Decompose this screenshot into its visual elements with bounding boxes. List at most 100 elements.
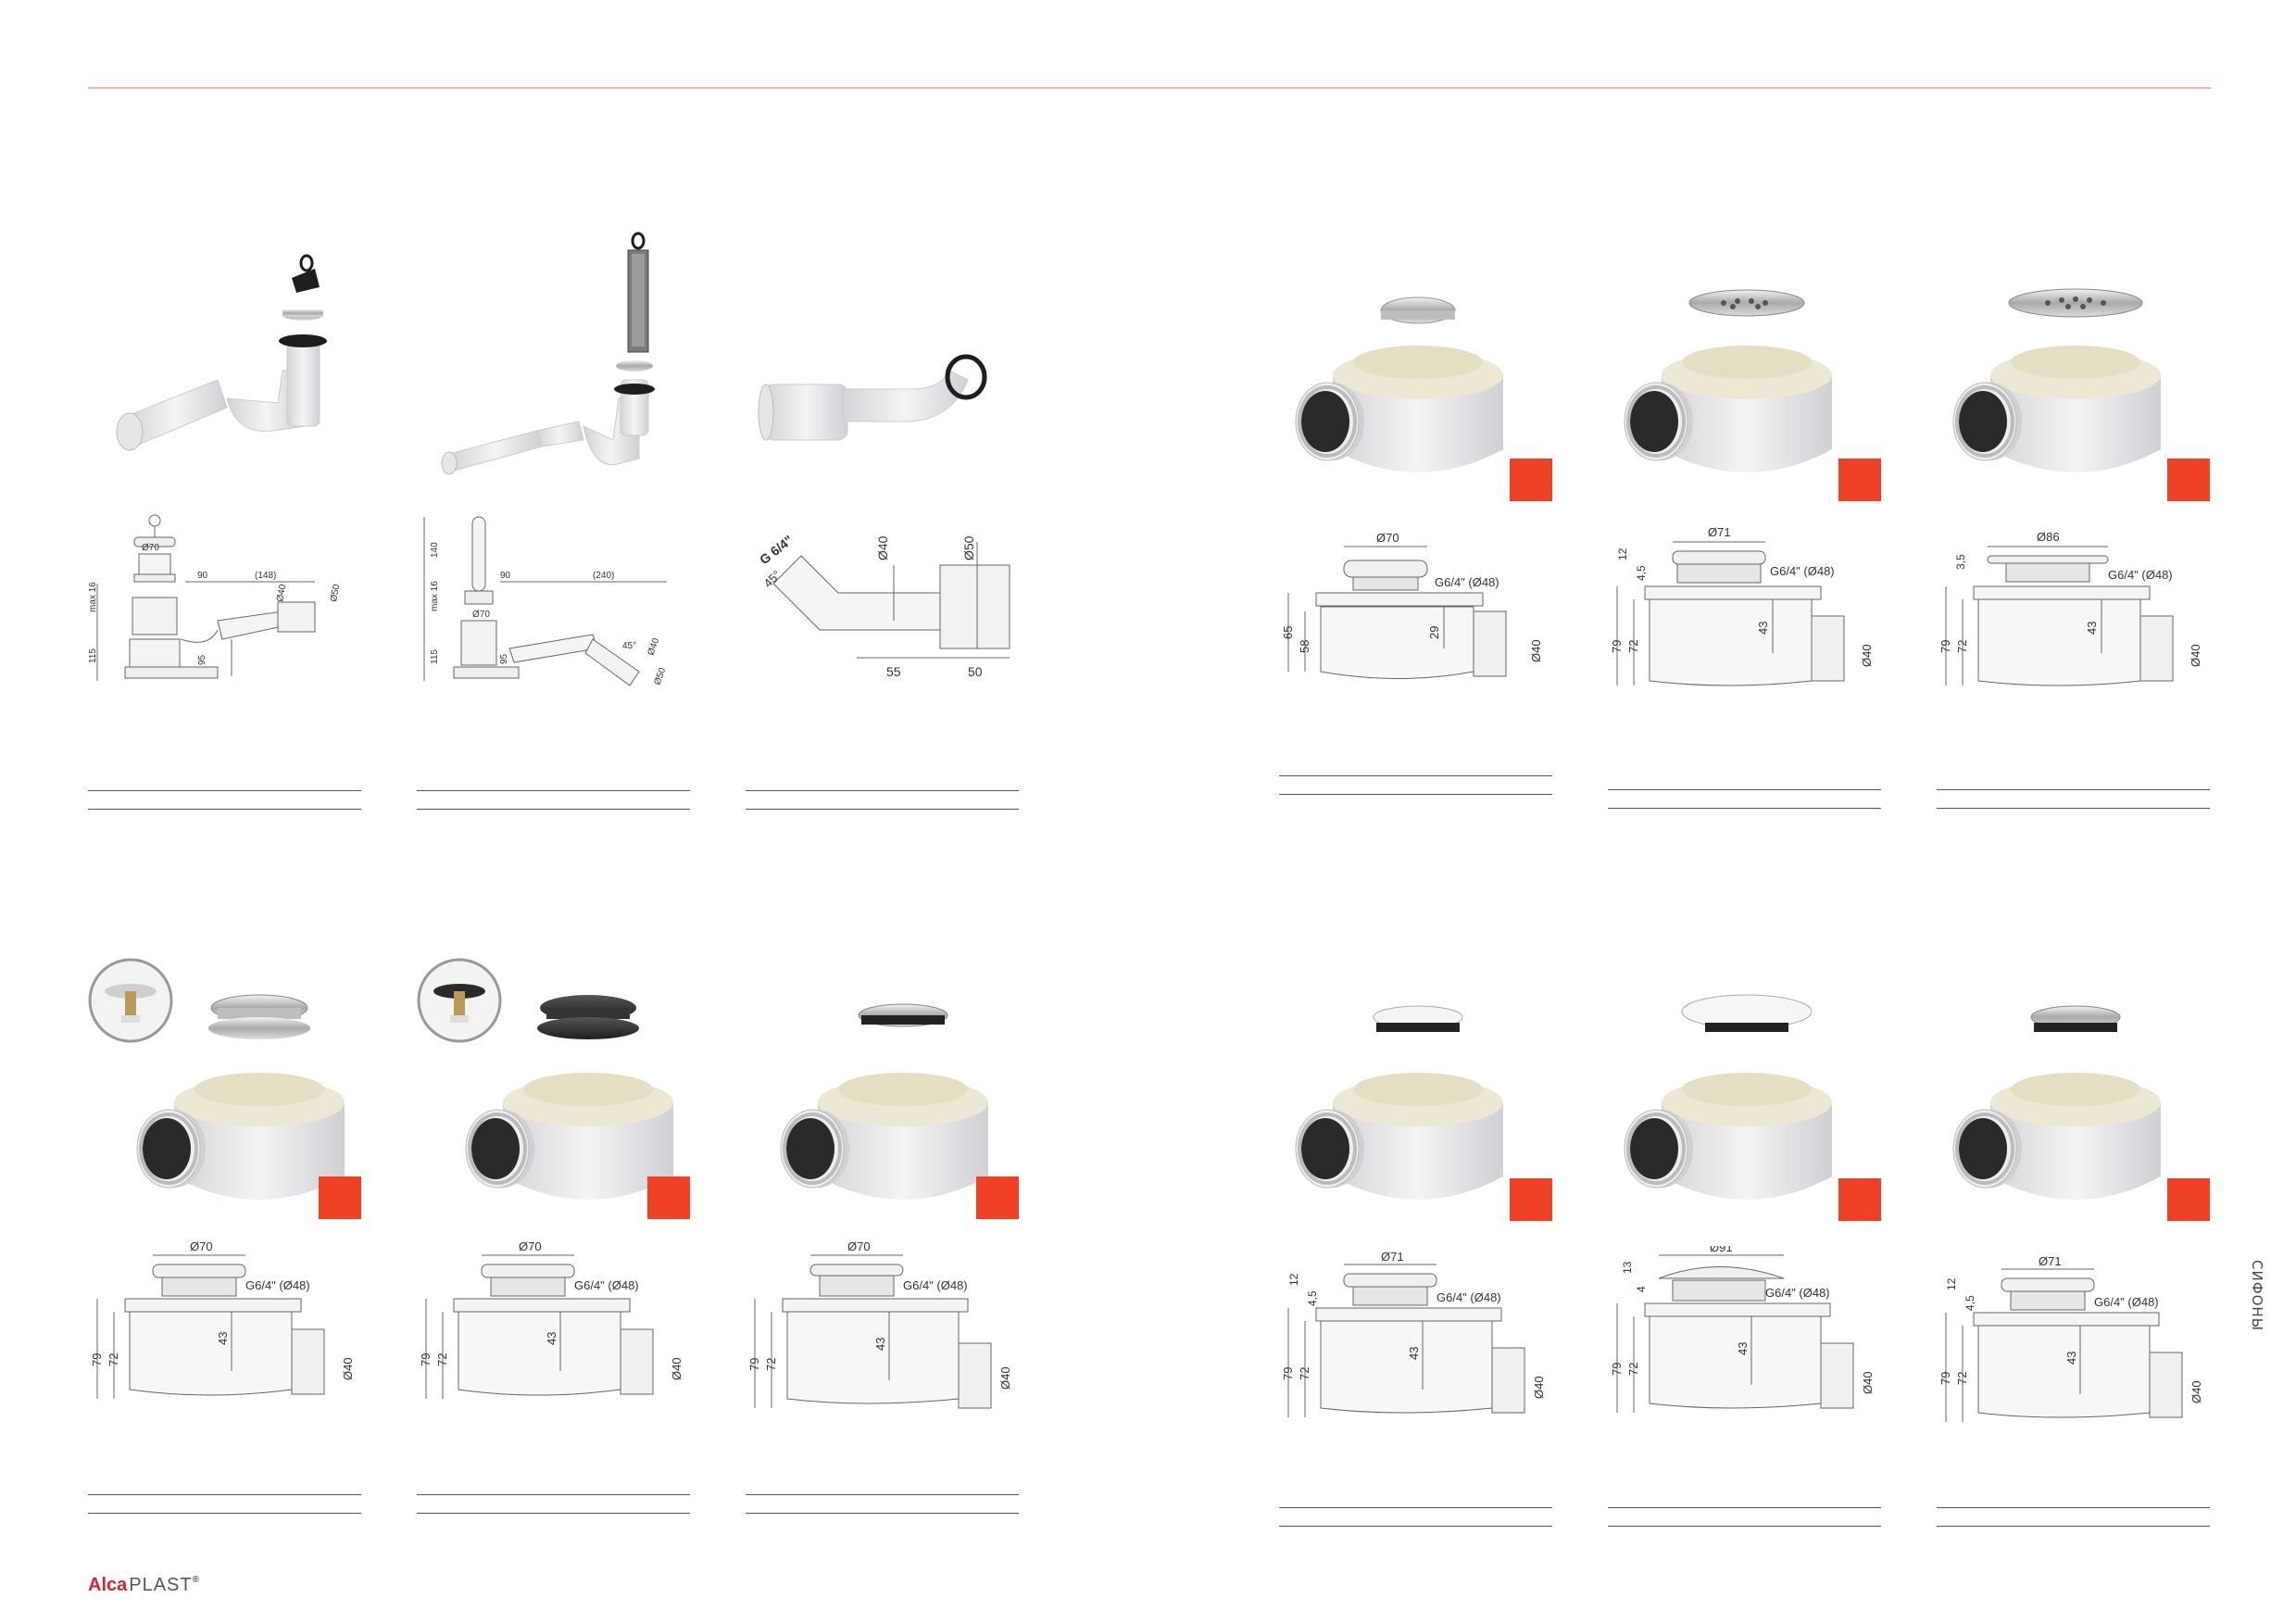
info-line [1608,1526,1881,1527]
dim-h3: 43 [1736,1342,1750,1355]
bath-siphon-drawing: Ø70 max 16 115 90 (148) Ø40 Ø50 95 [88,514,342,681]
logo-reg: ® [192,1575,199,1585]
drain-photo [417,958,675,1202]
dim-top: Ø70 [142,543,159,553]
dim-out: Ø40 [1861,1371,1875,1394]
accent-badge [1510,1178,1552,1221]
info-line [1937,808,2210,809]
dim-h1: 79 [419,1353,433,1366]
dim-h1: 79 [1938,1372,1952,1385]
dim-h2: 58 [1298,640,1311,653]
dim-w2: 50 [968,664,983,679]
drain-photo [1623,994,1834,1202]
accent-badge [1838,459,1881,501]
elbow-drawing: G 6/4" 45° Ø40 Ø50 55 50 [757,533,1010,679]
dim-h1: 79 [90,1353,104,1366]
dim-h1: 79 [747,1358,761,1371]
dim-h2: 72 [1626,1363,1640,1376]
dim-out: Ø40 [998,1366,1012,1390]
product-card-elbow: G 6/4" 45° Ø40 Ø50 55 50 [746,232,1019,824]
info-line [746,790,1019,791]
drain-photo [1294,296,1505,474]
drain-photo [1951,1005,2163,1202]
info-line [1608,808,1881,809]
dim-h2: 115 [88,648,98,663]
dim-h2: 72 [1955,1372,1969,1385]
dim-h3: 43 [873,1338,887,1351]
bath-siphon-photo [116,254,327,451]
accent-badge [319,1176,361,1219]
dim-h2: 72 [107,1353,120,1366]
dim-thread: G6/4" (Ø48) [1770,564,1835,578]
dim-h2: 72 [764,1358,778,1371]
dim-out: Ø40 [2189,1380,2203,1403]
dim-h1: 79 [1610,640,1624,653]
info-line [746,1494,1019,1495]
dim-d1: Ø40 [875,535,890,560]
bath-siphon-long-photo [441,232,655,475]
dim-h3: 43 [216,1332,230,1345]
info-line [1937,1507,2210,1508]
dim-out: Ø40 [2189,644,2202,667]
info-line [417,790,690,791]
info-line [746,1513,1019,1514]
dim-h1: 79 [1281,1367,1295,1380]
dim-h2: 115 [430,649,440,664]
dim-d1: Ø40 [275,584,288,603]
dim-out: Ø40 [1532,1376,1546,1399]
dim-h3: 43 [1756,622,1770,635]
dim-w1: 55 [886,664,901,679]
drain-drawing: Ø91 13 4 G6/4" (Ø48) 79 72 43 Ø40 [1610,1246,1875,1413]
dim-h3: 95 [499,653,509,664]
dim-thread: G6/4" (Ø48) [2094,1295,2159,1309]
dim-cap: Ø71 [1381,1251,1404,1264]
dim-t2: 4 [1635,1286,1648,1292]
logo-plast: PLAST [129,1575,193,1595]
dim-t2: 4,5 [1964,1295,1976,1311]
info-line [88,1494,361,1495]
dim-h3: 95 [197,654,207,665]
dim-t1: 12 [1945,1277,1958,1290]
drain-drawing: Ø70 G6/4" (Ø48) 79 72 43 Ø40 [747,1241,1012,1409]
dim-h2: 72 [435,1353,449,1366]
drain-photo [1294,1005,1505,1202]
dim-h3: 29 [1427,626,1441,639]
dim-thread: G6/4" (Ø48) [2108,568,2173,582]
dim-h1: 65 [1281,626,1295,639]
dim-t1: 3,5 [1954,554,1967,570]
dim-t1: 13 [1621,1261,1634,1274]
dim-thread: G6/4" (Ø48) [1765,1286,1830,1300]
info-line [1279,794,1552,795]
dim-out: Ø40 [341,1357,355,1380]
dim-thread: G6/4" (Ø48) [903,1278,968,1292]
product-card-shower-drain: Ø70 G6/4" (Ø48) 79 72 43 Ø40 [746,954,1019,1529]
product-card-shower-drain: Ø70 G6/4" (Ø48) 65 58 29 Ø40 [1279,264,1552,820]
drain-photo [88,958,346,1202]
info-line [417,1494,690,1495]
drain-drawing: Ø70 G6/4" (Ø48) 65 58 29 Ø40 [1281,531,1543,679]
dim-cap: Ø70 [519,1241,542,1253]
bath-siphon-long-drawing: 140 Ø70 max 16 115 90 (240) 95 45° Ø40 Ø… [423,516,668,686]
drain-drawing: Ø70 G6/4" (Ø48) 79 72 43 Ø40 [419,1241,684,1399]
top-rule [88,87,2211,89]
dim-w2: (148) [255,571,276,581]
dim-cap: Ø70 [1376,531,1399,545]
drain-drawing: Ø71 12 4,5 G6/4" (Ø48) 79 72 43 Ø40 [1610,525,1874,686]
dim-thread: G6/4" (Ø48) [1435,575,1499,589]
drain-drawing: Ø70 G6/4" (Ø48) 79 72 43 Ø40 [90,1241,355,1399]
dim-h1: max 16 [88,582,98,612]
dim-h2: 72 [1298,1367,1311,1380]
dim-t1: 12 [1287,1273,1300,1286]
dim-out: Ø40 [1860,644,1874,667]
info-line [1279,775,1552,776]
info-line [88,809,361,810]
drain-drawing: Ø71 12 4,5 G6/4" (Ø48) 79 72 43 Ø40 [1281,1251,1546,1417]
info-line [1608,789,1881,790]
dim-thread: G6/4" (Ø48) [245,1278,310,1292]
dim-cap: Ø71 [1708,525,1731,539]
dim-thread: G6/4" (Ø48) [1437,1290,1501,1304]
dim-w2: (240) [593,571,614,581]
drain-drawing: Ø71 12 4,5 G6/4" (Ø48) 79 72 43 Ø40 [1938,1255,2203,1422]
section-label: СИФОНЫ [2249,1260,2265,1331]
